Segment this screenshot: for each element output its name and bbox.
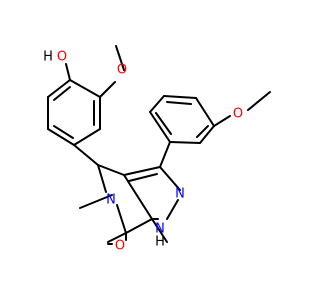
molecule-structure-diagram: O H O N N N H O O xyxy=(43,45,271,254)
atom-labels: O H O N N N H O O xyxy=(43,50,243,254)
pyrazole-nitrogen-label: N xyxy=(175,187,185,202)
pyrazole-nh-nitrogen-label: N xyxy=(155,222,165,237)
methoxy-oxygen-right-label: O xyxy=(233,107,243,122)
hydroxyl-hydrogen-label: H xyxy=(43,50,53,65)
methoxy-oxygen-left-label: O xyxy=(117,63,127,78)
bond-lines xyxy=(47,45,271,245)
carbonyl-oxygen-label: O xyxy=(115,239,125,254)
hydroxyl-oxygen-label: O xyxy=(57,50,67,65)
pyrazole-nh-hydrogen-label: H xyxy=(155,235,165,250)
ring-nitrogen-methyl-label: N xyxy=(106,193,116,208)
